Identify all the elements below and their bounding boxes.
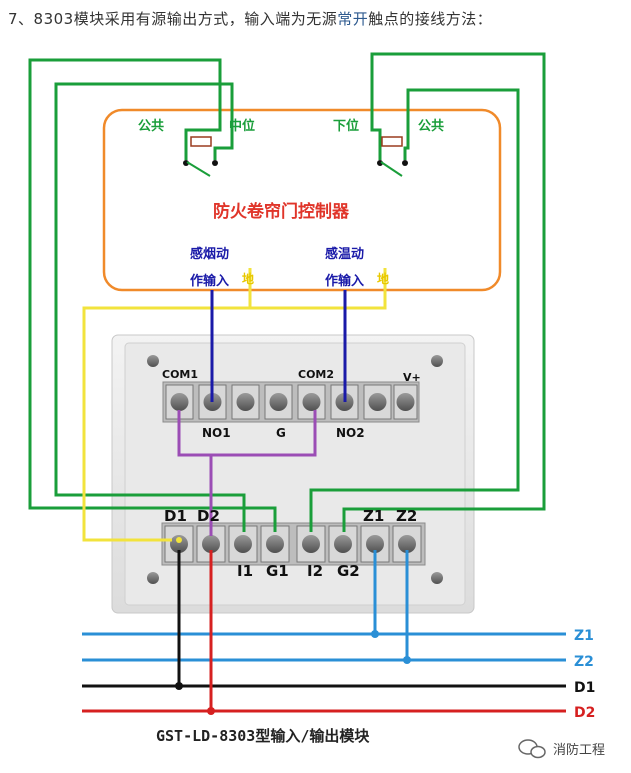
junction-z2	[403, 656, 411, 664]
label-smoke-line2: 作输入	[190, 273, 229, 289]
label-heat-line1: 感温动	[325, 246, 364, 262]
green-wire-lower-pos	[342, 52, 546, 532]
bus-label-z2: Z2	[574, 654, 594, 670]
bus-label-d2: D2	[574, 705, 595, 721]
label-vplus: V+	[403, 371, 421, 384]
junction-d2	[207, 707, 215, 715]
green-wires	[28, 52, 546, 532]
junction-z1	[371, 630, 379, 638]
watermark-text: 消防工程	[553, 742, 605, 758]
label-com2: COM2	[298, 368, 334, 381]
label-z2: Z2	[396, 507, 417, 525]
heading-part2: 触点的接线方法：	[368, 10, 493, 28]
green-wire-common-right	[309, 88, 520, 532]
label-g2: G2	[337, 562, 360, 580]
label-i1: I1	[237, 562, 253, 580]
label-no1: NO1	[202, 426, 231, 440]
label-smoke-line1: 感烟动	[190, 246, 229, 262]
label-z1: Z1	[363, 507, 384, 525]
mount-screw-tl	[147, 355, 159, 367]
contact-middle	[183, 136, 218, 177]
label-com1: COM1	[162, 368, 198, 381]
yellow-wire-ground-right	[250, 268, 387, 310]
green-wire-middle-pos	[54, 82, 246, 532]
heading: 7、8303模块采用有源输出方式，输入端为无源常开触点的接线方法：	[8, 8, 492, 29]
mount-screw-br	[431, 572, 443, 584]
controller-box	[102, 108, 502, 292]
label-ground-right: 地	[377, 271, 389, 286]
label-ground-left: 地	[242, 271, 254, 286]
label-g: G	[276, 426, 286, 440]
bus-label-d1: D1	[574, 680, 595, 696]
junction-yellow	[176, 537, 182, 543]
module-caption: GST-LD-8303型输入/输出模块	[156, 727, 370, 745]
heading-highlight: 常开	[337, 10, 369, 28]
label-d1: D1	[164, 507, 187, 525]
label-g1: G1	[266, 562, 289, 580]
wechat-icon	[518, 739, 546, 759]
junction-d1	[175, 682, 183, 690]
bus-label-z1: Z1	[574, 628, 594, 644]
top-terminal-screws	[165, 384, 418, 420]
green-wire-common-left	[28, 58, 277, 532]
label-d2: D2	[197, 507, 220, 525]
controller-title: 防火卷帘门控制器	[213, 201, 350, 222]
heading-part1: 7、8303模块采用有源输出方式，输入端为无源	[8, 10, 338, 28]
bus-wires	[82, 632, 566, 713]
label-i2: I2	[307, 562, 323, 580]
purple-wire-com	[177, 410, 317, 457]
label-no2: NO2	[336, 426, 365, 440]
mount-screw-bl	[147, 572, 159, 584]
watermark: 消防工程	[518, 739, 605, 759]
label-common-left: 公共	[138, 118, 164, 134]
top-terminal-block	[162, 381, 420, 423]
label-common-right: 公共	[418, 118, 444, 134]
yellow-wire-ground	[82, 268, 252, 542]
label-heat-line2: 作输入	[325, 273, 364, 289]
bottom-terminal-block	[161, 522, 426, 566]
mount-screw-tr	[431, 355, 443, 367]
contact-lower	[377, 136, 408, 177]
label-middle-pos: 中位	[229, 118, 255, 134]
label-lower-pos: 下位	[333, 118, 359, 134]
